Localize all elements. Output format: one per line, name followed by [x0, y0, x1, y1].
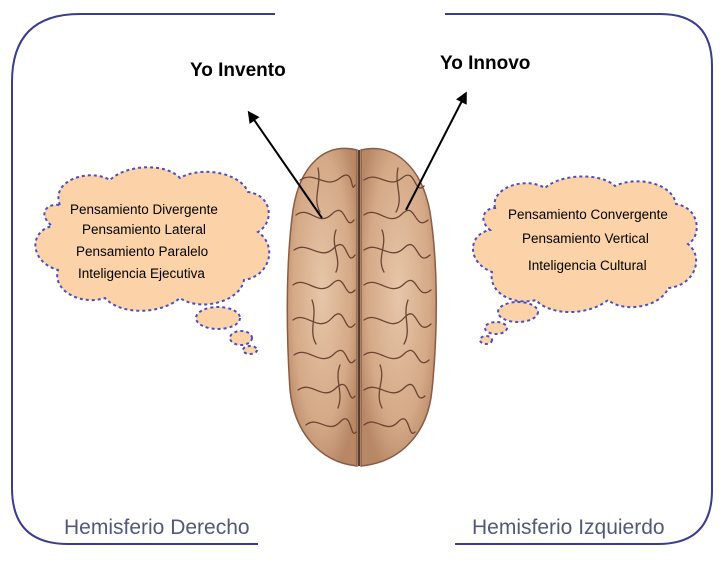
brain-folds [292, 167, 432, 434]
right-cloud-line-3: Inteligencia Cultural [528, 258, 647, 273]
left-cloud-bubble-large [195, 306, 241, 330]
left-frame [11, 13, 275, 545]
left-cloud-line-1: Pensamiento Divergente [70, 202, 218, 217]
brain-left-hemisphere [286, 147, 358, 467]
left-cloud-line-2: Pensamiento Lateral [82, 222, 206, 237]
left-cloud-bubble-medium [229, 330, 253, 346]
right-cloud-line-2: Pensamiento Vertical [522, 231, 649, 246]
right-cloud-bubble-medium [484, 321, 508, 335]
heading-yo-innovo: Yo Innovo [440, 53, 530, 74]
left-cloud-bubble-small [242, 345, 258, 355]
label-hemisferio-izquierdo: Hemisferio Izquierdo [472, 516, 665, 539]
right-cloud-bubble-small [479, 335, 493, 345]
right-cloud-shape [472, 175, 698, 313]
right-thought-cloud [472, 175, 698, 345]
left-cloud-line-3: Pensamiento Paralelo [76, 244, 208, 259]
left-thought-cloud [34, 166, 271, 355]
right-cloud-bubble-large [497, 301, 539, 323]
arrow-yo-innovo [405, 91, 467, 211]
heading-yo-invento: Yo Invento [190, 60, 286, 81]
label-hemisferio-derecho: Hemisferio Derecho [64, 516, 250, 539]
arrow-yo-invento [247, 110, 323, 219]
left-cloud-line-4: Inteligencia Ejecutiva [78, 266, 205, 281]
right-cloud-text: Pensamiento Convergente Pensamiento Vert… [508, 207, 668, 273]
brain-illustration [286, 147, 438, 467]
left-cloud-text: Pensamiento Divergente Pensamiento Later… [70, 202, 218, 281]
left-cloud-shape [34, 166, 271, 312]
right-cloud-line-1: Pensamiento Convergente [508, 207, 668, 222]
right-frame [445, 13, 713, 545]
